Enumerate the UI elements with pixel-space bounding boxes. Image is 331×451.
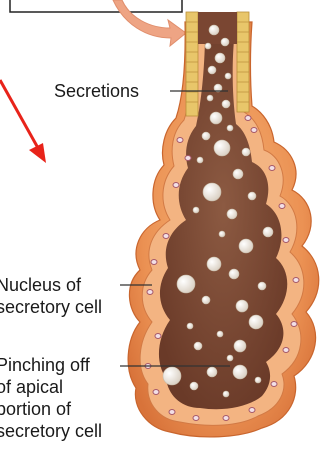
label-line: Nucleus of [0,274,102,296]
peach-arrow [113,0,186,46]
label-nucleus-of-secretory-cell: Nucleus of secretory cell [0,274,102,318]
label-line: Pinching off [0,354,102,376]
label-pinching-off-apical-portion: Pinching off of apical portion of secret… [0,354,102,442]
label-line: of apical [0,376,102,398]
top-box-outline [10,0,182,12]
label-line: portion of [0,398,102,420]
red-arrow-head [29,143,46,163]
label-secretions: Secretions [54,80,139,102]
label-line: secretory cell [0,420,102,442]
red-arrow-line [0,80,38,148]
label-line: secretory cell [0,296,102,318]
